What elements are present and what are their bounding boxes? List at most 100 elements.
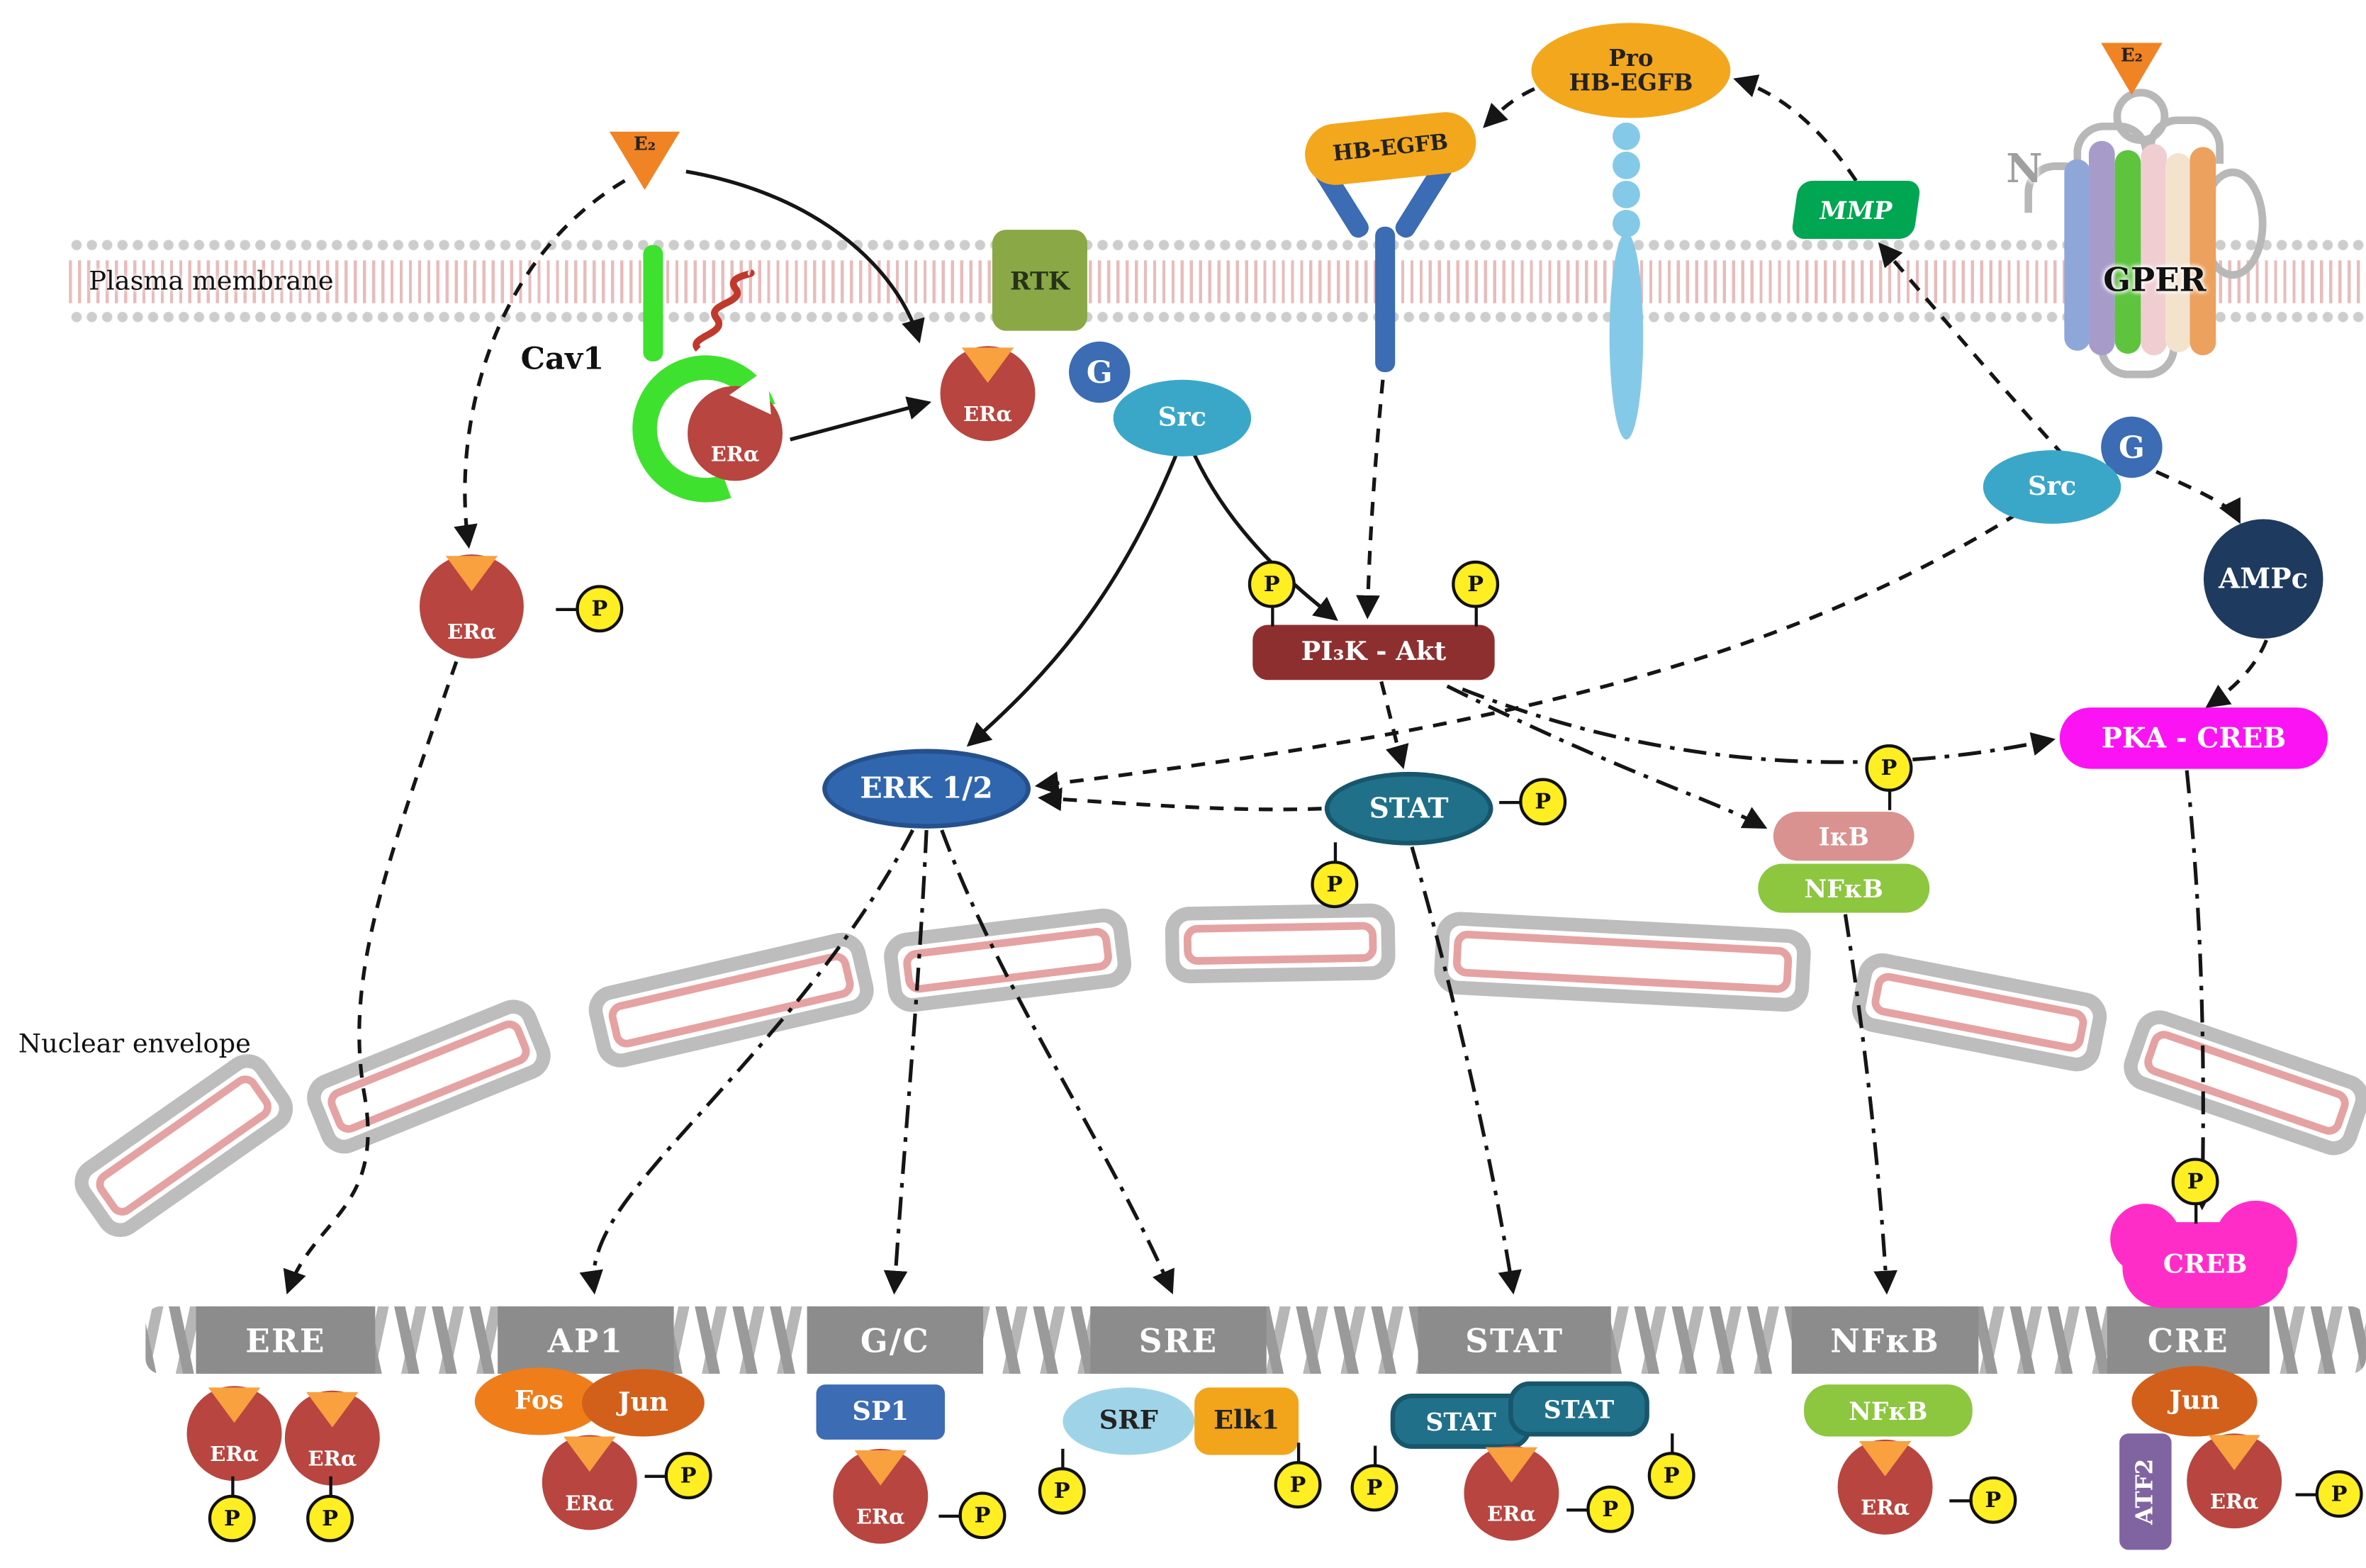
arrow-egfr-to-pi3k <box>1356 379 1385 620</box>
arrow-stat-to-statbox <box>1410 846 1522 1295</box>
dna-element-sre: SRE <box>1090 1306 1267 1374</box>
gper-helix <box>2114 150 2141 354</box>
pro-egf-stalk <box>1609 233 1644 440</box>
era-label: ERα <box>447 620 496 645</box>
era-stat: ERα <box>1464 1445 1559 1541</box>
era-label: ERα <box>963 403 1012 427</box>
arrow-pi3k-to-stat <box>1379 681 1409 770</box>
arrow-g-to-ampc <box>2155 470 2241 525</box>
gper-loop-top <box>2147 116 2224 164</box>
arrow-era-to-ere <box>283 661 459 1295</box>
phospho-badge: P <box>1452 560 1500 627</box>
pka-creb-kinase: PKA - CREB <box>2059 707 2328 769</box>
arrow-ampc-to-pka <box>2205 639 2268 708</box>
era-cytoplasmic: ERα <box>419 554 524 659</box>
nuclear-envelope-label: Nuclear envelope <box>18 1029 251 1060</box>
gper-helix <box>2141 144 2168 356</box>
stat-nuclear-left: STAT <box>1390 1394 1532 1449</box>
e2-label: E₂ <box>2120 44 2143 66</box>
ampc-second-messenger: AMPc <box>2203 519 2323 639</box>
src-kinase-left: Src <box>1113 379 1252 457</box>
arrow-pka-to-creb <box>2185 770 2215 1211</box>
srf-factor: SRF <box>1063 1387 1195 1455</box>
arrow-erk-to-gc <box>883 829 929 1295</box>
e2-bound-wedge <box>445 556 498 591</box>
phospho-badge: P <box>1499 778 1567 826</box>
nfkb-factor: NFκB <box>1758 863 1930 913</box>
gper-label: GPER <box>2103 260 2207 299</box>
hinge-coil-icon <box>693 269 755 352</box>
era-cre: ERα <box>2187 1433 2282 1529</box>
stalk-bead <box>1613 180 1640 208</box>
arrow-pi3k-to-ikb <box>1446 684 1768 829</box>
gper-helix <box>2190 147 2216 356</box>
phospho-badge: P <box>2171 1158 2219 1224</box>
arrow-erk-to-ap1 <box>579 829 914 1295</box>
stalk-bead <box>1613 122 1640 150</box>
era-membrane: ERα <box>940 346 1036 442</box>
g-protein-left: G <box>1069 341 1131 403</box>
arrow-pi3k-to-pka <box>1462 687 2056 764</box>
phospho-badge: P <box>1248 560 1296 627</box>
era-label: ERα <box>710 442 760 467</box>
gper-helix <box>2088 140 2115 356</box>
plasma-membrane-bilayer <box>69 237 2366 325</box>
phospho-badge: P <box>1274 1443 1322 1509</box>
era-cav1-bound: ERα <box>688 369 790 481</box>
stat-factor: STAT <box>1324 771 1493 846</box>
phospho-badge: P <box>1865 744 1913 810</box>
arrow-src-to-pi3k <box>1192 454 1338 621</box>
era-dimer-right: ERα <box>284 1390 380 1486</box>
erk-kinase: ERK 1/2 <box>822 749 1031 829</box>
pi3k-akt-kinase: PI₃K - Akt <box>1252 625 1495 681</box>
ikb-inhibitor: IκB <box>1773 812 1914 861</box>
phospho-badge: P <box>556 585 624 633</box>
n-terminus-label: N <box>2006 147 2043 194</box>
creb-factor: CREB <box>2110 1200 2297 1309</box>
jun-cre: Jun <box>2131 1366 2258 1437</box>
era-gc: ERα <box>833 1448 929 1544</box>
phospho-badge: P <box>1350 1445 1398 1512</box>
dna-element-stat: STAT <box>1418 1306 1611 1374</box>
phospho-badge: P <box>938 1491 1007 1540</box>
dna-element-cre: CRE <box>2107 1306 2270 1374</box>
phospho-badge: P <box>2295 1470 2363 1518</box>
phospho-badge: P <box>1038 1448 1086 1515</box>
cav1-label: Cav1 <box>520 340 605 377</box>
arrow-pro-to-hbegfb <box>1483 86 1535 128</box>
elk1-factor: Elk1 <box>1194 1387 1299 1455</box>
egfr-stem <box>1375 226 1396 373</box>
dna-element-ap1: AP1 <box>498 1306 674 1374</box>
phospho-badge: P <box>1311 842 1359 909</box>
era-nfkb: ERα <box>1837 1439 1933 1535</box>
dna-element-gc: G/C <box>807 1306 984 1374</box>
gper-helix <box>2064 159 2091 351</box>
arrow-cav1era-to-era <box>790 396 932 442</box>
phospho-badge: P <box>644 1452 712 1500</box>
arrow-mmp-to-pro <box>1733 74 1858 182</box>
arrow-src-to-erk <box>966 454 1178 747</box>
e2-label: E₂ <box>634 133 656 155</box>
phospho-badge: P <box>1566 1485 1635 1533</box>
arrow-stat-to-erk <box>1038 787 1322 812</box>
mmp-enzyme: MMP <box>1790 180 1922 240</box>
era-ap1: ERα <box>542 1435 637 1530</box>
arrow-erk-to-sre <box>940 829 1174 1294</box>
era-dimer-left: ERα <box>186 1386 282 1482</box>
nfkb-nuclear: NFκB <box>1804 1384 1973 1437</box>
plasma-membrane-label: Plasma membrane <box>89 266 334 298</box>
stat-nuclear-right: STAT <box>1508 1381 1649 1437</box>
sp1-factor: SP1 <box>816 1384 946 1440</box>
cav1-stem <box>643 245 663 362</box>
g-protein-right: G <box>2101 416 2163 478</box>
arrow-e2-to-membrane-era <box>685 169 925 344</box>
phospho-badge: P <box>1647 1433 1695 1500</box>
atf2-factor: ATF2 <box>2119 1433 2172 1550</box>
phospho-badge: P <box>1949 1476 2017 1524</box>
rtk-receptor: RTK <box>992 230 1087 331</box>
dna-element-nfkb: NFκB <box>1791 1306 1979 1374</box>
arrow-src-to-erk-long <box>1034 511 2019 795</box>
